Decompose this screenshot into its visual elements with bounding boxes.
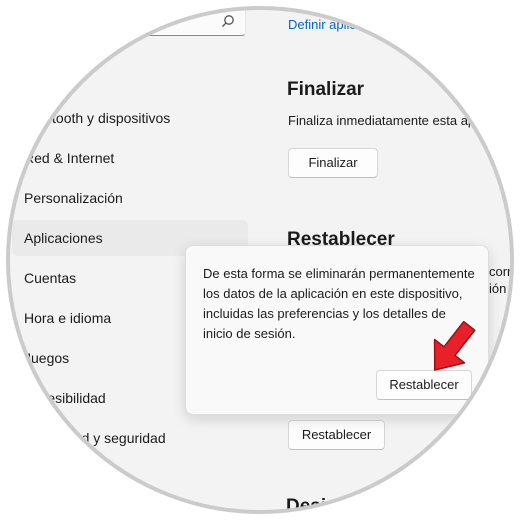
sidebar-item-label: Bluetooth y dispositivos xyxy=(24,110,171,126)
sidebar-item-label: Personalización xyxy=(24,190,123,206)
sidebar-item-label: Privacidad y seguridad xyxy=(24,430,166,446)
sidebar-item-label: Hora e idioma xyxy=(24,310,112,326)
desinstalar-heading: Desinstalar xyxy=(286,496,389,517)
finalizar-description: Finaliza inmediatamente esta aplicación xyxy=(288,113,519,128)
reset-confirmation-flyout: De esta forma se eliminarán permanenteme… xyxy=(185,245,489,415)
sidebar-item-privacy[interactable]: Privacidad y seguridad xyxy=(12,420,248,456)
finalizar-button[interactable]: Finalizar xyxy=(288,148,378,178)
finalizar-heading: Finalizar xyxy=(287,79,365,100)
confirm-reset-button[interactable]: Restablecer xyxy=(376,370,472,400)
restablecer-side-text: ión xyxy=(489,281,507,296)
sidebar-item-label: Red & Internet xyxy=(24,150,115,166)
sidebar-item-bluetooth[interactable]: Bluetooth y dispositivos xyxy=(12,100,248,136)
restablecer-button[interactable]: Restablecer xyxy=(288,420,385,450)
sidebar-item-label: Juegos xyxy=(24,350,70,366)
sidebar-item-network[interactable]: Red & Internet xyxy=(12,140,248,176)
define-apps-link[interactable]: Definir aplicaciones xyxy=(288,17,401,32)
sidebar-item-label: Accesibilidad xyxy=(24,390,106,406)
flyout-message: De esta forma se eliminarán permanenteme… xyxy=(203,266,475,341)
sidebar-item-label: Aplicaciones xyxy=(24,230,103,246)
search-box[interactable] xyxy=(140,6,246,36)
sidebar-item-personalization[interactable]: Personalización xyxy=(12,180,248,216)
search-icon xyxy=(222,15,234,27)
sidebar-item-label: Cuentas xyxy=(24,270,77,286)
restablecer-side-text: correc xyxy=(489,264,520,279)
